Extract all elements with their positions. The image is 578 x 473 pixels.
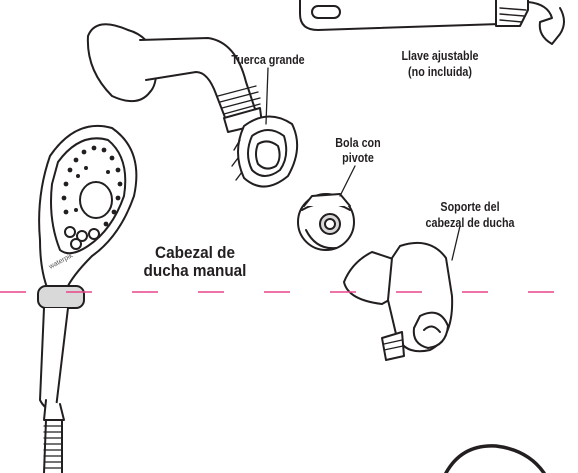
label-bracket-line2: cabezal de ducha [410,216,530,230]
label-ball-line2: pivote [324,151,393,165]
pivot-ball-icon [298,194,354,250]
shower-arm-icon [88,24,262,132]
label-handheld-line2: ducha manual [132,261,258,281]
adjustable-wrench-icon [300,0,564,44]
label-ball-line1: Bola con [324,136,393,150]
hose-icon [44,420,62,473]
shower-bracket-icon [344,243,452,360]
label-wrench-line2: (no incluida) [380,65,500,79]
label-wrench-line1: Llave ajustable [380,49,500,63]
handheld-showerhead-icon [38,126,136,420]
label-handheld-line1: Cabezal de [137,243,254,263]
label-large-nut: Tuerca grande [222,53,315,67]
no-tool-symbol-icon [446,446,544,473]
label-bracket-line1: Soporte del [410,200,530,214]
